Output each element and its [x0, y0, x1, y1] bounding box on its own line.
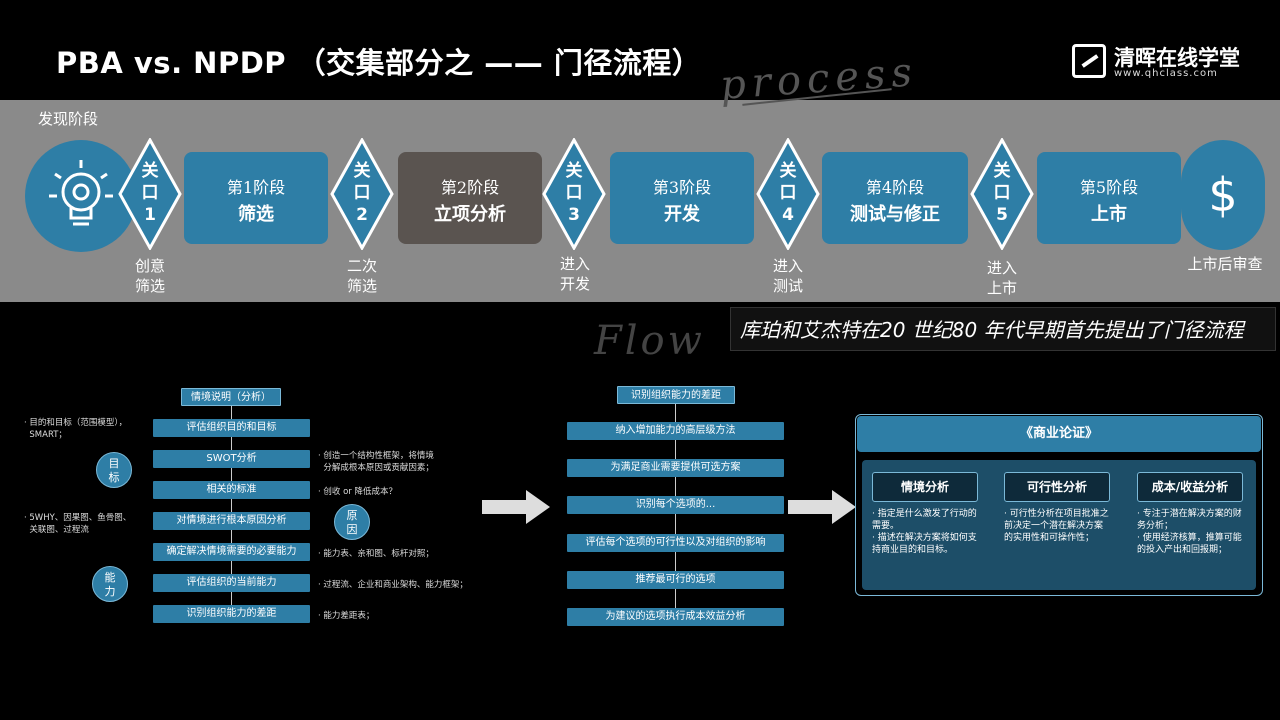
cost-benefit-analysis-body: · 专注于潜在解决方案的财务分析； · 使用经济核算，推算可能的投入产出和回报期…	[1137, 509, 1242, 555]
left-flow-step: 相关的标准	[153, 481, 310, 499]
gate-3-label: 进入开发	[559, 255, 590, 293]
situation-analysis-header: 情境分析	[872, 472, 978, 502]
mid-flow-step: 识别每个选项的...	[567, 496, 784, 514]
right-note: · 创造一个结构性框架，将情境 分解成根本原因或贡献因素；	[318, 451, 434, 473]
feasibility-analysis-header: 可行性分析	[1004, 472, 1110, 502]
mid-flow-step: 推荐最可行的选项	[567, 571, 784, 589]
left-flow-step: SWOT分析	[153, 450, 310, 468]
mid-flow-head: 识别组织能力的差距	[617, 386, 735, 404]
stage-2: 第2阶段 立项分析	[398, 152, 542, 244]
left-note: · 目的和目标（范围模型）， SMART；	[24, 418, 128, 440]
discovery-stage-label: 发现阶段	[38, 110, 99, 128]
cause-circle: 原因	[334, 504, 370, 540]
left-flow-head: 情境说明（分析）	[181, 388, 281, 406]
stage-gate-origin-quote: 库珀和艾杰特在20 世纪80 年代早期首先提出了门径流程	[740, 318, 1244, 342]
stage-4: 第4阶段 测试与修正	[822, 152, 968, 244]
mid-flow-step: 纳入增加能力的高层级方法	[567, 422, 784, 440]
left-note: · 5WHY、因果图、鱼骨图、 关联图、过程流	[24, 513, 132, 535]
page-title: PBA vs. NPDP （交集部分之 —— 门径流程）	[56, 46, 702, 80]
right-note: · 过程流、企业和商业架构、能力框架；	[318, 580, 468, 590]
right-note: · 能力差距表；	[318, 611, 375, 621]
stage-5: 第5阶段 上市	[1037, 152, 1181, 244]
feasibility-analysis-body: · 可行性分析在项目批准之前决定一个潜在解决方案的实用性和可操作性；	[1004, 509, 1109, 543]
left-flow-step: 评估组织的当前能力	[153, 574, 310, 592]
gate-2-label: 二次筛选	[346, 257, 377, 295]
logo-url: www.qhclass.com	[1114, 68, 1218, 79]
left-flow-step: 对情境进行根本原因分析	[153, 512, 310, 530]
mid-flow-step: 为建议的选项执行成本效益分析	[567, 608, 784, 626]
business-case-title: 《商业论证》	[857, 416, 1261, 452]
brand-logo: 清晖在线学堂 www.qhclass.com	[1072, 44, 1252, 84]
quote-box	[730, 307, 1276, 351]
situation-analysis-body: · 指定是什么激发了行动的需要。 · 描述在解决方案将如何支持商业目的和目标。	[872, 509, 977, 555]
logo-icon	[1072, 44, 1106, 78]
logo-name: 清晖在线学堂	[1114, 46, 1240, 70]
gate-4-label: 进入测试	[772, 257, 803, 295]
left-flow-step: 识别组织能力的差距	[153, 605, 310, 623]
mid-flow-step: 评估每个选项的可行性以及对组织的影响	[567, 534, 784, 552]
cost-benefit-analysis-header: 成本/收益分析	[1137, 472, 1243, 502]
stage-1: 第1阶段 筛选	[184, 152, 328, 244]
handwriting-flow: Flow	[594, 318, 705, 364]
left-flow-step: 评估组织目的和目标	[153, 419, 310, 437]
gate-1-label: 创意筛选	[134, 257, 165, 295]
right-note: · 创收 or 降低成本？	[318, 487, 398, 497]
gate-5-label: 进入上市	[986, 259, 1017, 297]
dollar-icon: $	[1181, 140, 1265, 250]
mid-flow-step: 为满足商业需要提供可选方案	[567, 459, 784, 477]
arrow-right-icon	[788, 490, 856, 524]
right-note: · 能力表、亲和图、标杆对照；	[318, 549, 434, 559]
idea-bulb-icon	[25, 140, 137, 252]
goal-circle: 目标	[96, 452, 132, 488]
ability-circle: 能力	[92, 566, 128, 602]
left-flow-step: 确定解决情境需要的必要能力	[153, 543, 310, 561]
arrow-right-icon	[482, 490, 550, 524]
post-launch-review-label: 上市后审查	[1187, 255, 1263, 273]
left-flow-connector	[231, 396, 232, 618]
stage-3: 第3阶段 开发	[610, 152, 754, 244]
